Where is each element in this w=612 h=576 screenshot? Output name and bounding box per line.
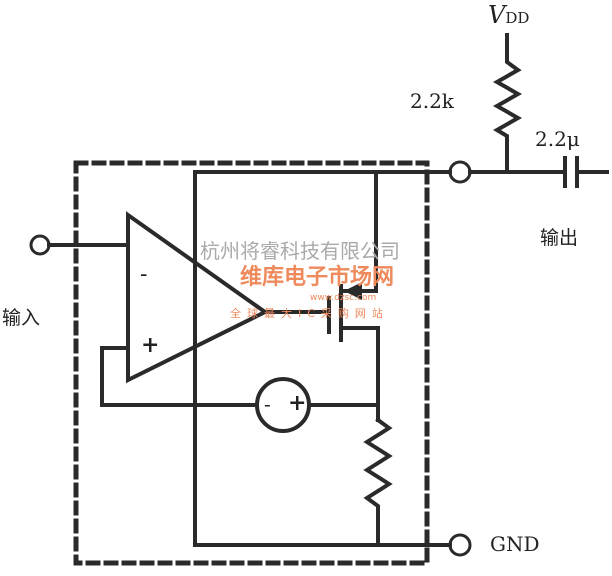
opamp-plus-sign: + [141, 332, 160, 358]
source-resistor [363, 417, 393, 547]
watermark-url: www.dzsc.com [310, 293, 377, 303]
input-terminal [29, 234, 51, 256]
resistor-value: 2.2k [410, 89, 454, 113]
gnd-terminal [448, 533, 472, 557]
output-terminal [448, 160, 472, 184]
capacitor-value: 2.2μ [535, 127, 580, 151]
noninverting-feedback [100, 346, 380, 407]
source-wire [339, 326, 380, 422]
watermark-brand: 维库电子市场网 [240, 265, 395, 290]
watermark: 杭州将睿科技有限公司 [200, 239, 400, 263]
vdd-main: V [488, 1, 506, 29]
vdd-label: VDD [488, 1, 530, 30]
internal-rail [193, 170, 452, 547]
body-diode-arrow-icon [344, 282, 362, 300]
source-minus-sign: - [264, 392, 271, 416]
opamp-minus-sign: - [140, 262, 148, 287]
output-capacitor [563, 156, 579, 188]
voltage-source [255, 377, 311, 433]
watermark-slogan: 全球最大IC采购网站 [230, 307, 389, 320]
ic-boundary [73, 160, 430, 566]
gnd-label: GND [490, 532, 540, 556]
source-plus-sign: + [288, 390, 307, 416]
pullup-resistor [492, 33, 523, 174]
input-label: 输入 [2, 307, 41, 329]
vdd-sub: DD [505, 9, 530, 27]
output-label: 输出 [540, 227, 579, 249]
